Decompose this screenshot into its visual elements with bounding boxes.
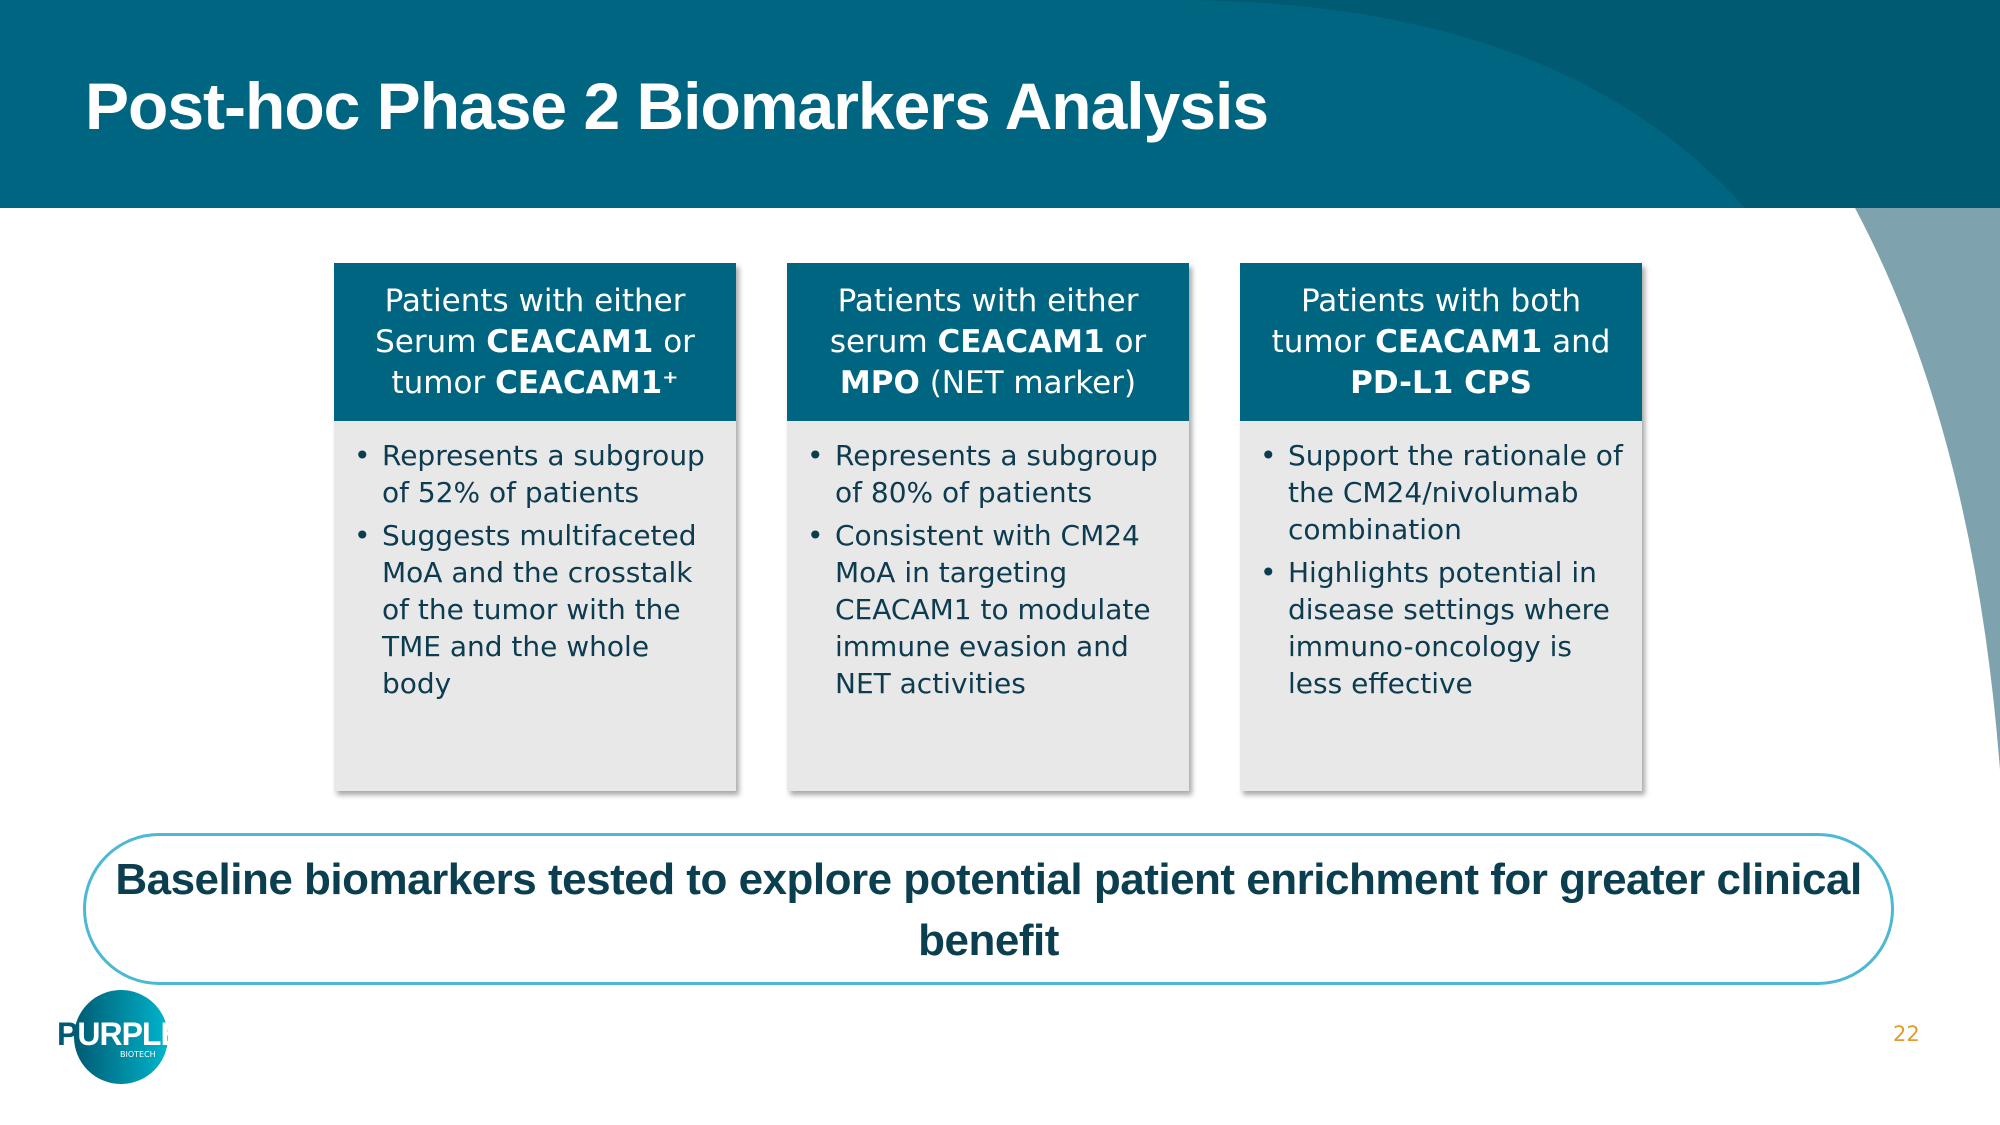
header-line: Patients with either xyxy=(837,283,1139,319)
card-ceacam1-pdl1: Patients with both tumor CEACAM1 and PD-… xyxy=(1240,263,1642,791)
card-header: Patients with both tumor CEACAM1 and PD-… xyxy=(1240,263,1642,421)
header-line: Serum CEACAM1 or xyxy=(375,324,695,360)
header-line: Patients with both xyxy=(1300,283,1581,319)
header-line: MPO (NET marker) xyxy=(839,365,1137,401)
page-number: 22 xyxy=(1893,1022,1920,1046)
header-line: serum CEACAM1 or xyxy=(829,324,1147,360)
bullet: Consistent with CM24 MoA in targeting CE… xyxy=(807,517,1175,702)
header-line: tumor CEACAM1 and xyxy=(1271,324,1611,360)
bullet: Highlights potential in disease settings… xyxy=(1260,554,1628,702)
page-title: Post-hoc Phase 2 Biomarkers Analysis xyxy=(85,69,1269,143)
header-line: Patients with either xyxy=(384,283,686,319)
card-ceacam1-mpo: Patients with either serum CEACAM1 or MP… xyxy=(787,263,1189,791)
bullet: Suggests multifaceted MoA and the crosst… xyxy=(354,517,722,702)
bullet: Support the rationale of the CM24/nivolu… xyxy=(1260,437,1628,548)
bullet: Represents a subgroup of 80% of patients xyxy=(807,437,1175,511)
card-header: Patients with either Serum CEACAM1 or tu… xyxy=(334,263,736,421)
summary-banner: Baseline biomarkers tested to explore po… xyxy=(83,833,1894,985)
purple-biotech-logo: PURPLE BIOTECH xyxy=(57,990,182,1084)
header-line: tumor CEACAM1⁺ xyxy=(391,365,679,401)
card-serum-tumor-ceacam1: Patients with either Serum CEACAM1 or tu… xyxy=(334,263,736,791)
bullet: Represents a subgroup of 52% of patients xyxy=(354,437,722,511)
card-header: Patients with either serum CEACAM1 or MP… xyxy=(787,263,1189,421)
header-line: PD-L1 CPS xyxy=(1350,365,1532,401)
